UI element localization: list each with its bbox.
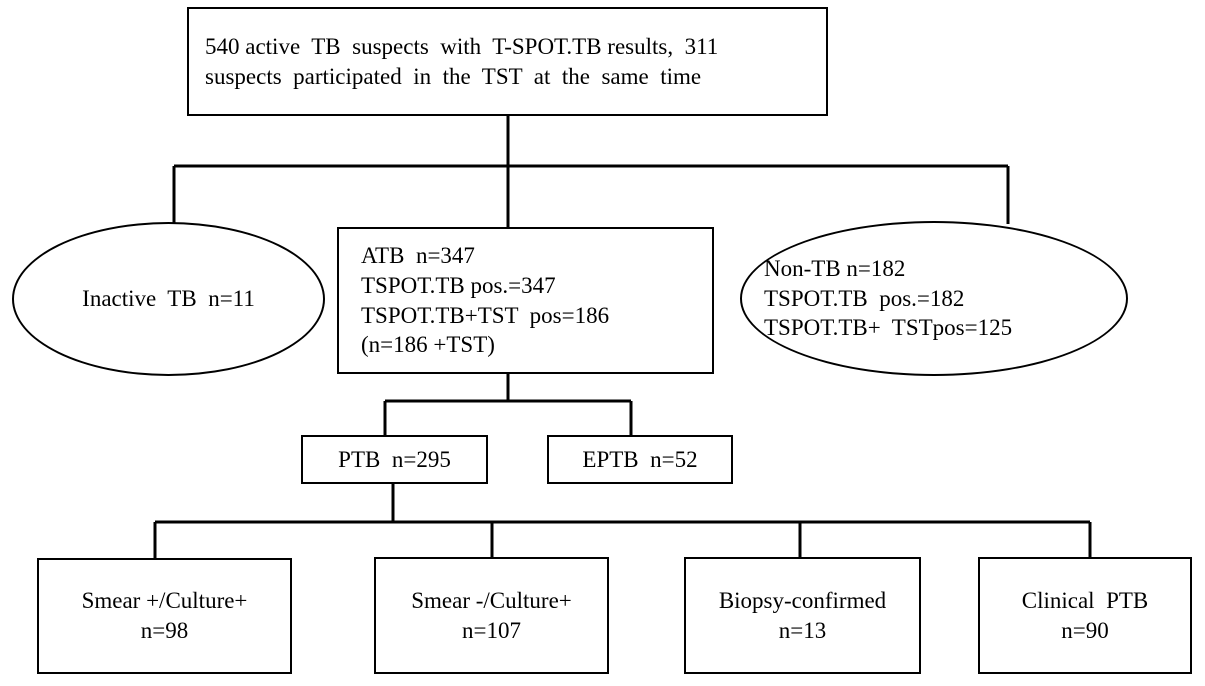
node-smear-neg-line-1: Smear -/Culture+ [411, 587, 572, 613]
node-atb-line-2: TSPOT.TB pos.=347 [361, 272, 556, 298]
node-non-tb: Non-TB n=182 TSPOT.TB pos.=182 TSPOT.TB+… [740, 221, 1128, 376]
node-atb-line-4: (n=186 +TST) [361, 332, 495, 358]
node-biopsy-confirmed: Biopsy-confirmed n=13 [684, 557, 921, 674]
node-eptb-line-1: EPTB n=52 [582, 446, 698, 472]
node-non-tb-line-1: Non-TB n=182 [764, 255, 906, 281]
node-atb: ATB n=347 TSPOT.TB pos.=347 TSPOT.TB+TST… [337, 227, 714, 374]
node-root-line-2: suspects participated in the TST at the … [205, 63, 702, 89]
node-root-line-1: 540 active TB suspects with T-SPOT.TB re… [205, 33, 719, 59]
node-eptb: EPTB n=52 [547, 435, 733, 484]
node-root-cohort: 540 active TB suspects with T-SPOT.TB re… [187, 7, 828, 116]
node-clinical-ptb: Clinical PTB n=90 [978, 557, 1192, 674]
node-ptb: PTB n=295 [301, 435, 488, 484]
node-atb-line-3: TSPOT.TB+TST pos=186 [361, 302, 610, 328]
node-non-tb-line-2: TSPOT.TB pos.=182 [764, 285, 965, 311]
node-non-tb-line-3: TSPOT.TB+ TSTpos=125 [764, 315, 1013, 341]
node-atb-line-1: ATB n=347 [361, 242, 475, 268]
node-smear-pos-line-1: Smear +/Culture+ [81, 588, 248, 614]
node-biopsy-line-2: n=13 [778, 617, 827, 643]
node-biopsy-line-1: Biopsy-confirmed [718, 587, 887, 613]
node-clinical-ptb-line-2: n=90 [1061, 617, 1109, 643]
node-ptb-line-1: PTB n=295 [338, 446, 451, 472]
node-smear-neg-line-2: n=107 [462, 617, 521, 643]
node-smear-pos-line-2: n=98 [140, 618, 189, 643]
node-smear-pos-culture-pos: Smear +/Culture+ n=98 [37, 558, 292, 674]
node-smear-neg-culture-pos: Smear -/Culture+ n=107 [374, 557, 609, 674]
node-inactive-tb-line-1: Inactive TB n=11 [82, 286, 255, 312]
node-inactive-tb: Inactive TB n=11 [12, 222, 325, 376]
node-clinical-ptb-line-1: Clinical PTB [1021, 587, 1149, 613]
